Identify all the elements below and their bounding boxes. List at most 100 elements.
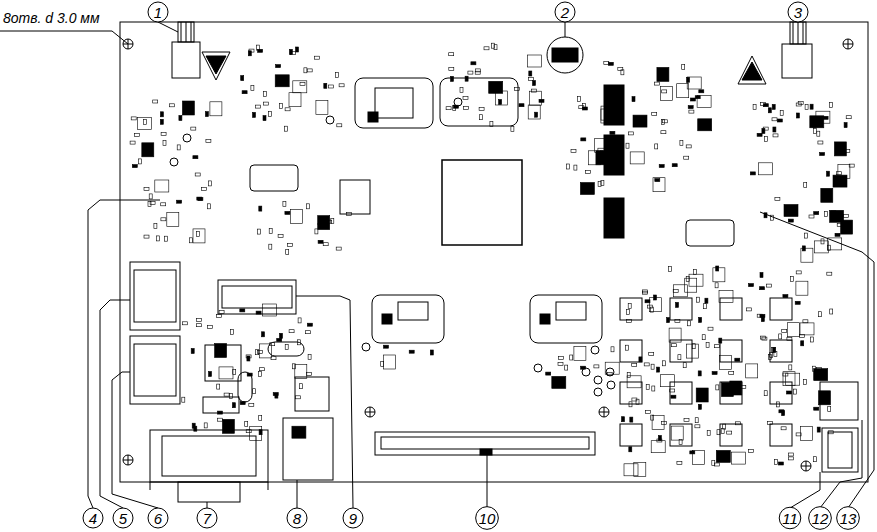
smd-part xyxy=(257,45,260,50)
smd-part xyxy=(672,164,677,167)
smd-part xyxy=(161,133,166,136)
smd-part xyxy=(649,352,654,355)
smd-part xyxy=(154,223,157,228)
smd-part xyxy=(280,333,283,338)
smd-part xyxy=(273,393,278,396)
smd-part xyxy=(499,100,502,105)
smd-part xyxy=(655,179,660,182)
smd-part xyxy=(292,364,295,369)
smd-part xyxy=(449,68,454,71)
smd-part xyxy=(277,338,282,341)
smd-part xyxy=(242,91,247,94)
smd-part xyxy=(772,104,775,109)
smd-part xyxy=(767,284,772,287)
smd-part xyxy=(771,215,774,220)
smd-part xyxy=(279,103,282,108)
callout-circle xyxy=(287,508,307,528)
smd-part xyxy=(784,205,798,217)
callout-circle xyxy=(837,507,860,530)
smd-part xyxy=(692,344,695,349)
smd-part xyxy=(195,173,200,176)
mounting-hole xyxy=(843,39,853,49)
smd-part xyxy=(708,327,713,330)
smd-part xyxy=(206,140,211,143)
smd-part xyxy=(160,112,163,117)
smd-part xyxy=(285,108,290,111)
smd-part xyxy=(245,422,248,427)
smd-part xyxy=(821,239,824,244)
callout-number: 1 xyxy=(154,5,162,20)
smd-part xyxy=(706,342,709,347)
smd-part xyxy=(519,104,524,107)
smd-part xyxy=(714,345,719,348)
smd-part xyxy=(796,113,799,118)
smd-part xyxy=(533,81,536,86)
smd-part xyxy=(278,235,283,238)
smd-part xyxy=(809,215,814,218)
smd-part xyxy=(471,62,476,65)
callout-number: 6 xyxy=(154,511,162,526)
smd-part xyxy=(193,229,205,243)
smd-part xyxy=(268,111,271,116)
smd-part xyxy=(193,156,198,159)
smd-part xyxy=(764,391,767,396)
smd-part xyxy=(257,229,260,234)
smd-part xyxy=(732,452,746,464)
smd-part xyxy=(714,463,719,466)
smd-part xyxy=(182,101,194,115)
smd-part xyxy=(318,216,330,230)
smd-part xyxy=(687,344,699,358)
smd-part xyxy=(297,340,300,345)
smd-part xyxy=(702,335,705,340)
smd-part xyxy=(565,365,568,370)
smd-part xyxy=(760,287,765,290)
smd-part xyxy=(834,142,846,156)
smd-part xyxy=(760,273,763,278)
smd-part xyxy=(639,357,642,362)
smd-part xyxy=(246,430,251,433)
round-component xyxy=(547,37,583,73)
smd-part xyxy=(705,298,708,303)
smd-part xyxy=(652,386,655,391)
smd-part xyxy=(800,335,805,338)
smd-part xyxy=(811,337,814,342)
smd-part xyxy=(787,391,792,394)
smd-part xyxy=(818,312,821,317)
smd-part xyxy=(789,453,794,456)
smd-part xyxy=(271,357,276,360)
smd-part xyxy=(835,233,840,236)
smd-part xyxy=(222,419,234,433)
smd-part xyxy=(723,424,726,429)
header-connector xyxy=(218,280,296,314)
smd-part xyxy=(622,417,625,422)
smd-part xyxy=(192,423,195,428)
smd-part xyxy=(177,200,182,203)
triangle-mark xyxy=(738,56,766,84)
smd-part xyxy=(285,211,290,214)
test-point xyxy=(606,368,614,376)
smd-part xyxy=(546,372,551,375)
smd-part xyxy=(788,219,793,222)
smd-part xyxy=(810,116,824,128)
smd-part xyxy=(836,179,839,184)
smd-part xyxy=(798,101,803,104)
smd-part xyxy=(779,410,784,413)
smd-part xyxy=(307,323,312,326)
smd-part xyxy=(460,88,463,93)
smd-part xyxy=(625,345,628,350)
smd-part xyxy=(644,363,649,366)
test-point xyxy=(170,158,178,166)
callout-number: 11 xyxy=(782,511,798,526)
smd-part xyxy=(318,240,323,243)
smd-part xyxy=(844,123,847,128)
smd-part xyxy=(849,164,854,167)
test-point xyxy=(454,98,462,106)
callout-circle xyxy=(197,508,217,528)
smd-part xyxy=(810,104,813,109)
smd-part xyxy=(182,397,185,402)
smd-part xyxy=(177,145,180,150)
smd-part xyxy=(479,108,484,111)
smd-part xyxy=(179,116,182,121)
smd-part xyxy=(262,332,265,337)
